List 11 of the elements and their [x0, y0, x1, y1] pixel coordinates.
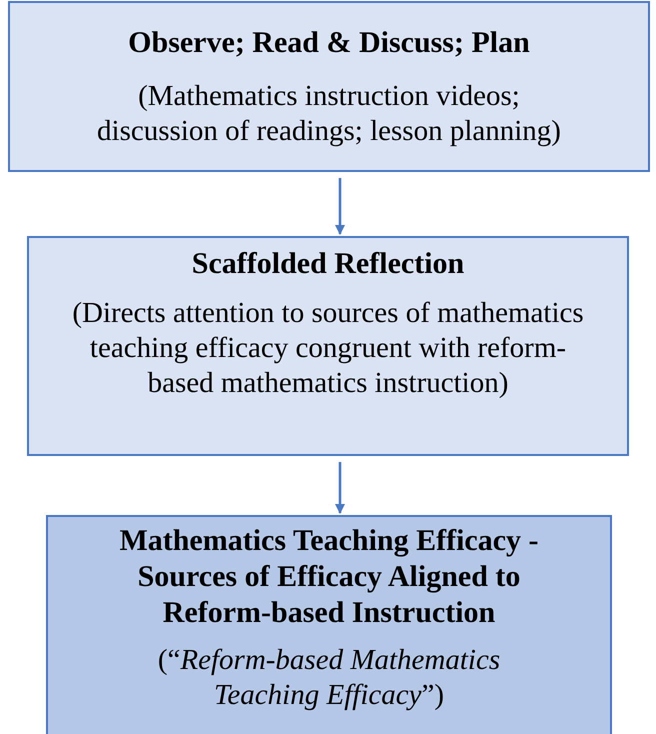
box-description: (“Reform-based Mathematics Teaching Efficacy”)	[156, 643, 502, 713]
box-heading: Scaffolded Reflection	[190, 246, 466, 282]
arrow	[335, 462, 345, 514]
box-description: (Directs attention to sources of mathematics teaching efficacy congruent with reform-based mathematics instruction)	[71, 296, 585, 401]
process-box	[46, 515, 612, 734]
box-description: (Mathematics instruction videos; discussion of readings; lesson planning)	[96, 79, 562, 149]
box-heading: Mathematics Teaching Efficacy - Sources of Efficacy Aligned to Reform-based Instruction	[118, 523, 540, 631]
box-heading: Observe; Read & Discuss; Plan	[127, 25, 531, 61]
process-box	[8, 1, 650, 172]
process-box	[27, 236, 629, 456]
arrow	[335, 178, 345, 235]
